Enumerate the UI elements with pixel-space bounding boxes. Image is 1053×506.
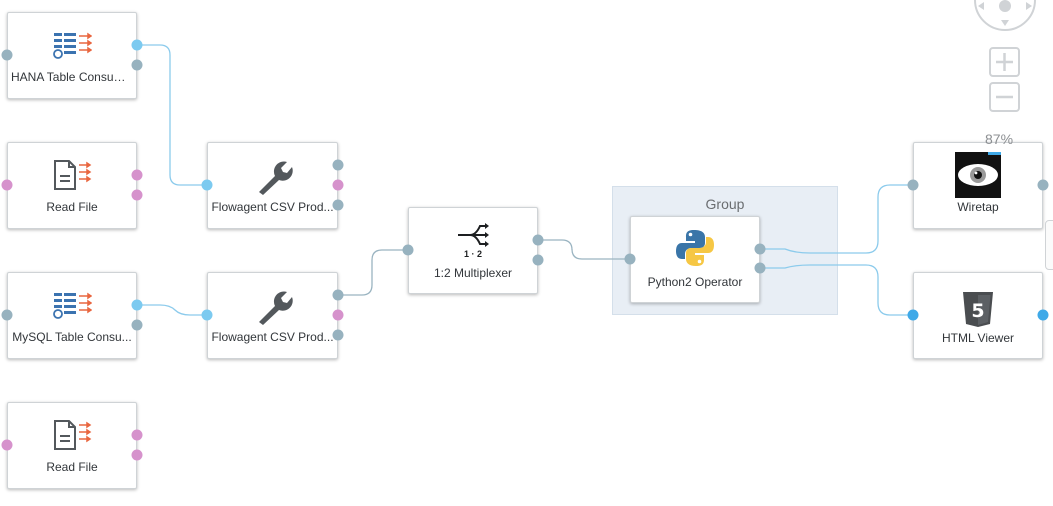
input-port[interactable]: [201, 179, 213, 191]
wire-mux-to-python[interactable]: [538, 239, 630, 260]
input-port[interactable]: [1, 179, 13, 191]
node-label: Flowagent CSV Prod...: [211, 200, 334, 214]
output-port[interactable]: [1037, 309, 1049, 321]
output-port[interactable]: [131, 169, 143, 181]
node-wiretap[interactable]: Wiretap: [913, 142, 1043, 229]
node-label: Wiretap: [957, 200, 999, 214]
output-port[interactable]: [332, 199, 344, 211]
table-consumer-icon: [52, 291, 92, 319]
output-port[interactable]: [332, 179, 344, 191]
output-port[interactable]: [131, 449, 143, 461]
node-label: MySQL Table Consu...: [12, 330, 132, 344]
wire-python-to-wiretap[interactable]: [760, 184, 913, 254]
node-read-file[interactable]: Read File: [7, 142, 137, 229]
node-label: HANA Table Consumer: [11, 70, 133, 84]
output-port[interactable]: [332, 309, 344, 321]
node-mysql-table-consumer[interactable]: MySQL Table Consu...: [7, 272, 137, 359]
wrench-icon: [253, 289, 293, 325]
input-port[interactable]: [907, 179, 919, 191]
node-python2-operator[interactable]: Python2 Operator: [630, 216, 760, 303]
output-port[interactable]: [131, 39, 143, 51]
input-port[interactable]: [201, 309, 213, 321]
input-port[interactable]: [1, 439, 13, 451]
input-port[interactable]: [1, 309, 13, 321]
node-hana-table-consumer[interactable]: HANA Table Consumer: [7, 12, 137, 99]
input-port[interactable]: [402, 244, 414, 256]
output-port[interactable]: [131, 429, 143, 441]
output-port[interactable]: [332, 159, 344, 171]
multiplexer-icon: 1 · 2: [456, 222, 490, 259]
node-flowagent-csv-producer[interactable]: Flowagent CSV Prod...: [207, 142, 338, 229]
output-port[interactable]: [532, 254, 544, 266]
wire-hana-to-csv1[interactable]: [137, 44, 207, 186]
wrench-icon: [253, 159, 293, 195]
output-port[interactable]: [131, 59, 143, 71]
output-port[interactable]: [754, 243, 766, 255]
scroll-handle[interactable]: [1045, 220, 1053, 270]
multiplexer-badge: 1 · 2: [463, 249, 482, 259]
python-icon: [675, 228, 715, 268]
output-port[interactable]: [754, 262, 766, 274]
wire-mysql-to-csv2[interactable]: [137, 304, 207, 316]
output-port[interactable]: [131, 299, 143, 311]
node-read-file[interactable]: Read File: [7, 402, 137, 489]
zoom-in-button[interactable]: [989, 47, 1020, 77]
node-flowagent-csv-producer[interactable]: Flowagent CSV Prod...: [207, 272, 338, 359]
navigation-controls: [974, 0, 1036, 112]
node-html-viewer[interactable]: 5 HTML Viewer: [913, 272, 1043, 359]
node-label: Read File: [46, 460, 98, 474]
input-port[interactable]: [907, 309, 919, 321]
node-label: Flowagent CSV Prod...: [211, 330, 334, 344]
node-label: Python2 Operator: [647, 275, 743, 289]
node-label: HTML Viewer: [941, 331, 1015, 345]
zoom-out-button[interactable]: [989, 82, 1020, 112]
read-file-icon: [52, 159, 92, 191]
table-consumer-icon: [52, 31, 92, 59]
html5-icon: 5: [961, 290, 995, 328]
output-port[interactable]: [131, 189, 143, 201]
read-file-icon: [52, 419, 92, 451]
node-multiplexer[interactable]: 1 · 2 1:2 Multiplexer: [408, 207, 538, 294]
wire-csv2-to-mux[interactable]: [338, 249, 408, 296]
node-label: 1:2 Multiplexer: [433, 266, 513, 280]
html5-badge: 5: [971, 300, 984, 322]
pan-control[interactable]: [974, 0, 1036, 38]
output-port[interactable]: [131, 319, 143, 331]
output-port[interactable]: [332, 289, 344, 301]
zoom-level: 87%: [985, 131, 1014, 147]
wire-python-to-html[interactable]: [760, 264, 913, 316]
output-port[interactable]: [332, 329, 344, 341]
output-port[interactable]: [1037, 179, 1049, 191]
output-port[interactable]: [532, 234, 544, 246]
group-label: Group: [705, 196, 745, 212]
eye-icon: [955, 152, 1001, 198]
input-port[interactable]: [624, 253, 636, 265]
input-port[interactable]: [1, 49, 13, 61]
node-label: Read File: [46, 200, 98, 214]
